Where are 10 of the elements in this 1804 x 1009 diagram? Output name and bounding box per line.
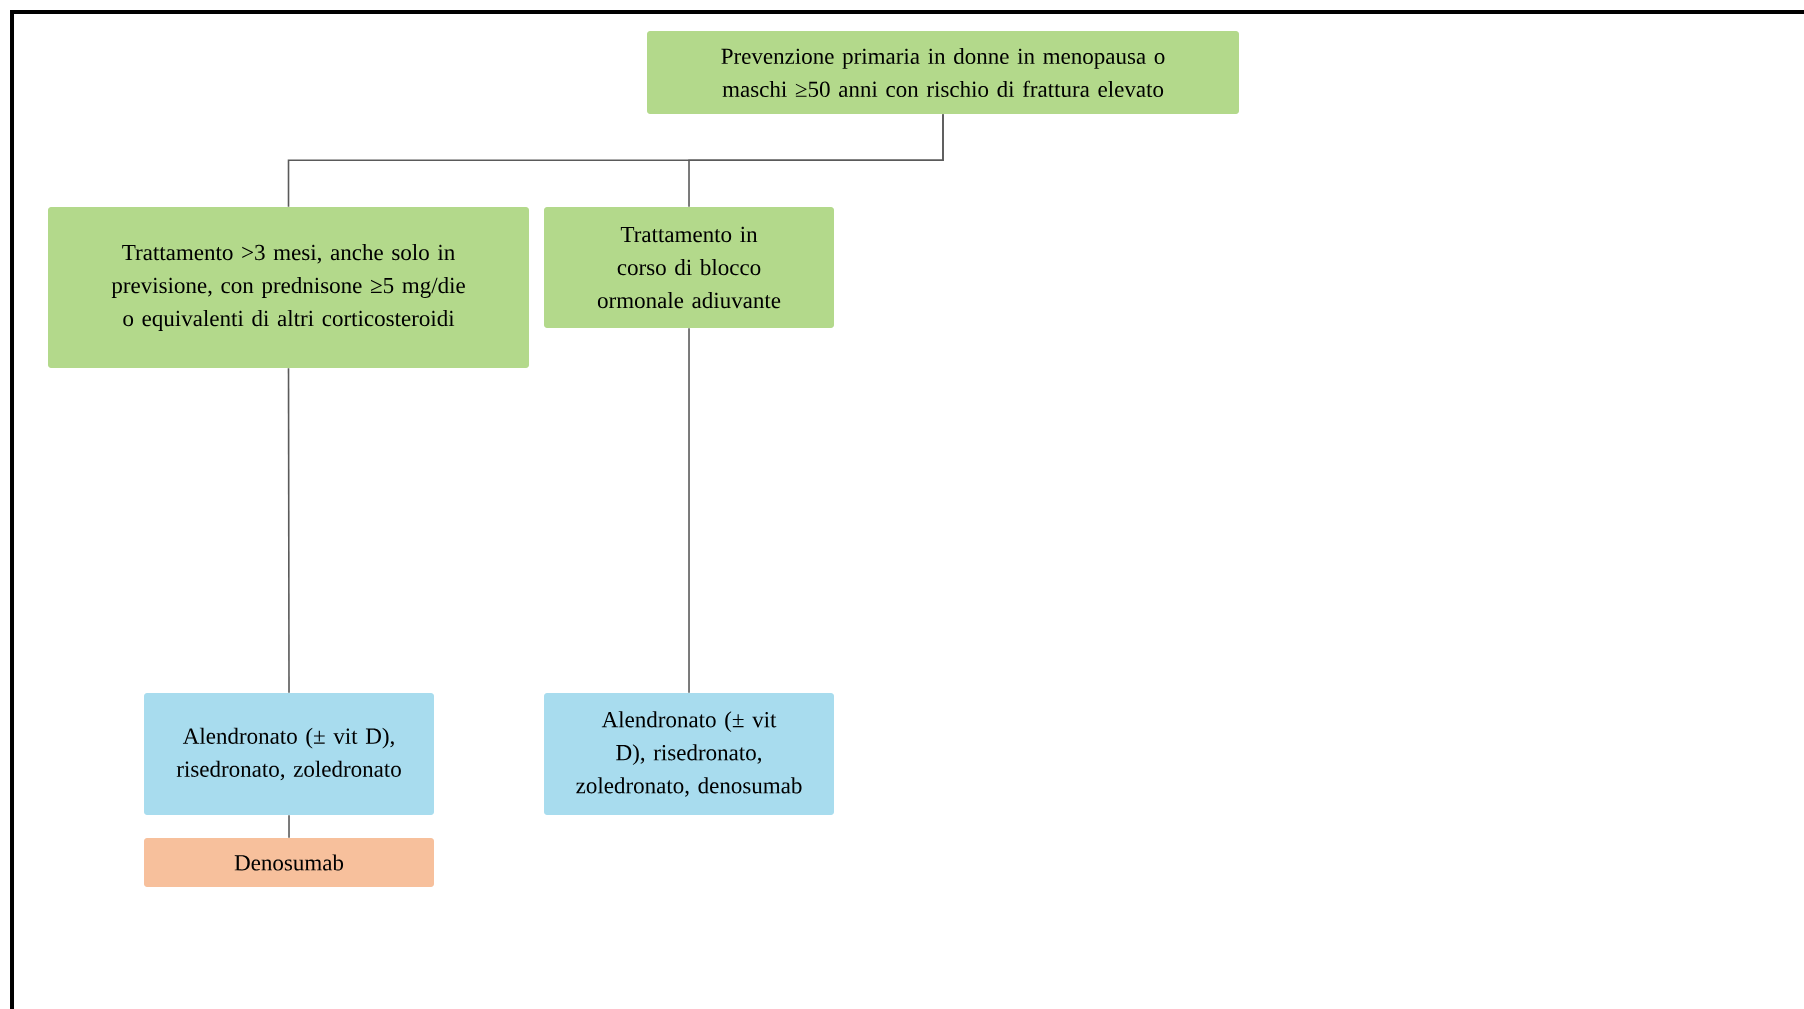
connector-line <box>288 814 290 839</box>
process-box: Trattamento in corso di blocco ormonale adiuvante <box>544 207 834 328</box>
connector-line <box>688 113 944 208</box>
treatment-box: Alendronato (± vit D), risedronato, zoledronato, denosumab <box>544 693 834 815</box>
connector-line <box>287 367 290 694</box>
connector-line <box>688 327 690 694</box>
treatment-box: Alendronato (± vit D), risedronato, zoledronato <box>144 693 434 815</box>
treatment-box: Denosumab <box>144 838 434 887</box>
process-box: Prevenzione primaria in donne in menopausa o maschi ≥50 anni con rischio di frattura elevato <box>647 31 1239 114</box>
process-box: Trattamento >3 mesi, anche solo in previsione, con prednisone ≥5 mg/die o equivalenti di altri corticosteroidi <box>48 207 529 368</box>
